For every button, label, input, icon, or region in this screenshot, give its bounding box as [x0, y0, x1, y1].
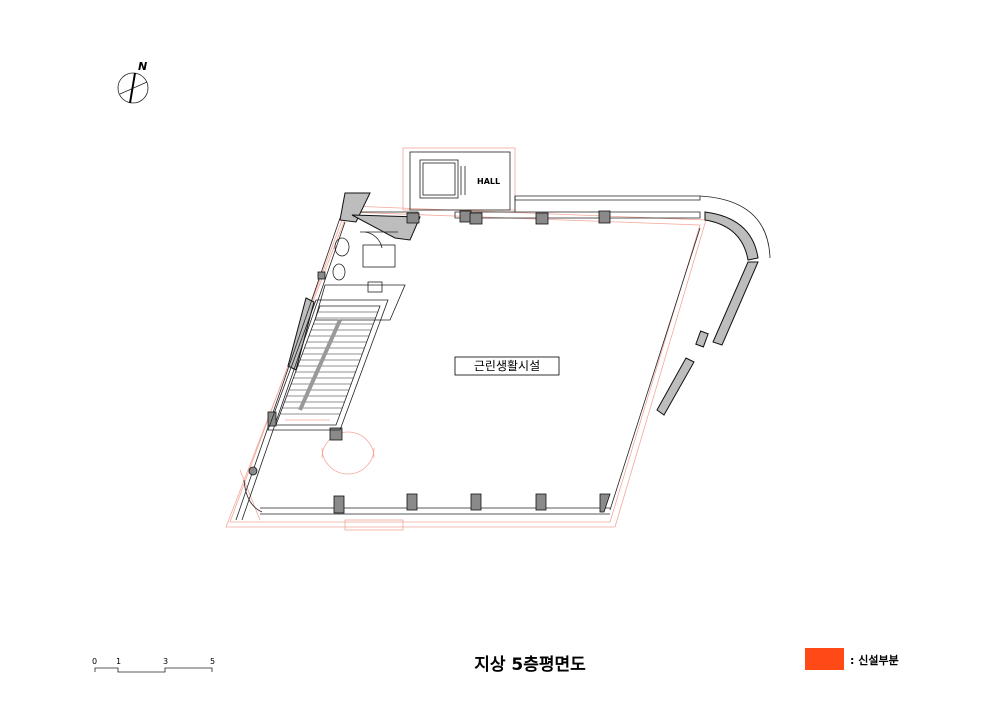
- scale-label-0: 0: [92, 657, 97, 666]
- exterior-walls: [235, 192, 771, 521]
- legend-text: : 신설부분: [850, 653, 899, 667]
- legend-swatch: [805, 648, 844, 670]
- scale-bar: 0 1 3 5: [92, 657, 215, 673]
- north-label: N: [138, 60, 147, 73]
- north-arrow-icon: N: [117, 60, 149, 104]
- hall-label: HALL: [477, 177, 500, 186]
- stair: [267, 299, 389, 431]
- scale-label-5: 5: [210, 657, 215, 666]
- scale-label-1: 1: [116, 657, 121, 666]
- room-label: 근린생활시설: [474, 359, 540, 373]
- scale-label-3: 3: [163, 657, 168, 666]
- columns: [248, 210, 611, 514]
- room-label-box: 근린생활시설: [454, 356, 560, 376]
- elevator-hall: HALL: [409, 151, 511, 211]
- drawing-title: 지상 5층평면도: [474, 655, 586, 675]
- legend: : 신설부분: [805, 648, 899, 670]
- toilet-core: [314, 231, 406, 321]
